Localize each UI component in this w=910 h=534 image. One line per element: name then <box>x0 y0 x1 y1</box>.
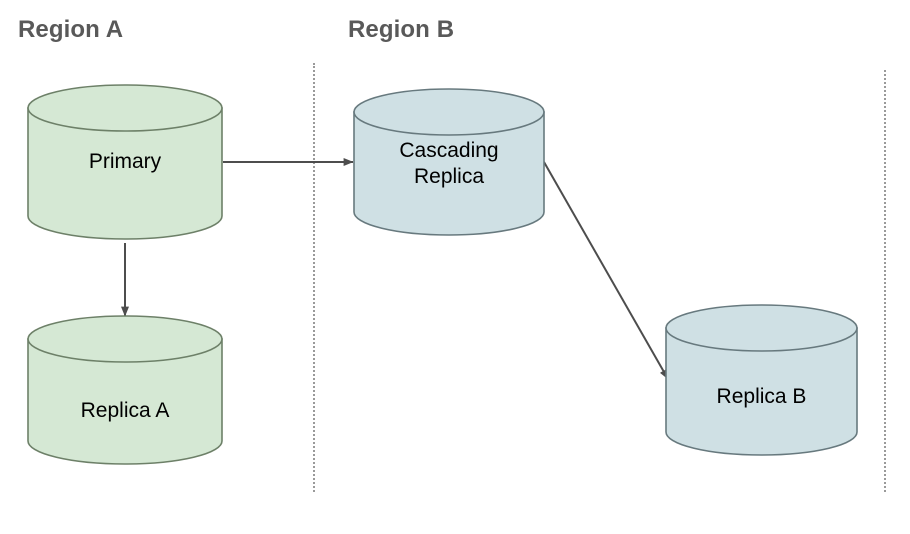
region-divider-right <box>884 70 886 492</box>
cylinder-shape-replica-b <box>665 304 858 456</box>
region-divider-left <box>313 63 315 492</box>
cylinder-shape-replica-a <box>27 315 223 465</box>
cylinder-shape-cascading-replica <box>353 88 545 236</box>
node-replica-a[interactable]: Replica A <box>27 315 223 465</box>
edge-cascading-to-replica-b <box>543 161 669 380</box>
node-replica-b[interactable]: Replica B <box>665 304 858 456</box>
region-b-title: Region B <box>348 16 455 43</box>
node-cascading-replica[interactable]: Cascading Replica <box>353 88 545 236</box>
cylinder-shape-primary <box>27 84 223 240</box>
node-primary[interactable]: Primary <box>27 84 223 240</box>
region-a-title: Region A <box>18 16 124 43</box>
